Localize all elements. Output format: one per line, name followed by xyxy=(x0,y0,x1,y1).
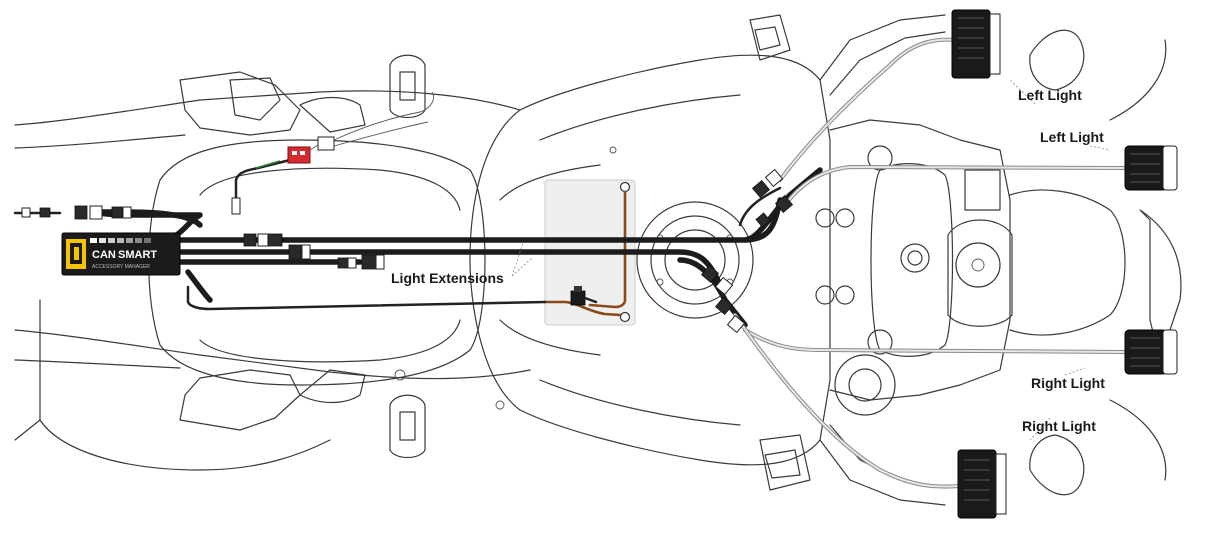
label-right-light-inner: Right Light xyxy=(1031,375,1105,391)
label-left-light-inner: Left Light xyxy=(1040,129,1104,145)
status-led-row xyxy=(90,238,151,243)
inline-fuse-holder xyxy=(570,286,598,306)
brand-prefix: CAN xyxy=(92,249,116,261)
controller-subtitle: ACCESSORY MANAGER xyxy=(92,264,150,270)
red-relay-connector xyxy=(255,91,434,169)
label-left-light-outer: Left Light xyxy=(1018,87,1082,103)
connectors xyxy=(21,168,794,334)
label-right-light-outer: Right Light xyxy=(1022,418,1096,434)
connector-left-light-branch xyxy=(751,168,794,228)
power-leads xyxy=(186,190,627,317)
aux-light-right-inner xyxy=(1124,329,1178,375)
brand-suffix: SMART xyxy=(118,249,157,261)
light-leads xyxy=(733,37,1127,489)
aux-light-right-outer xyxy=(957,449,1007,519)
leader-lines xyxy=(511,79,1111,441)
cansmart-controller: CAN SMART ACCESSORY MANAGER xyxy=(61,232,181,276)
aux-light-left-outer xyxy=(951,9,1001,79)
motorcycle-outline xyxy=(14,14,1182,506)
connector-upper-harness xyxy=(231,197,311,260)
connector-pigtail-left xyxy=(21,205,132,220)
aux-light-left-inner xyxy=(1124,145,1178,191)
connector-light-extensions xyxy=(337,254,385,270)
battery-positive-terminal xyxy=(619,181,631,193)
label-light-extensions: Light Extensions xyxy=(391,270,504,286)
connector-right-light-branch xyxy=(700,264,746,334)
battery-negative-terminal xyxy=(619,311,631,323)
